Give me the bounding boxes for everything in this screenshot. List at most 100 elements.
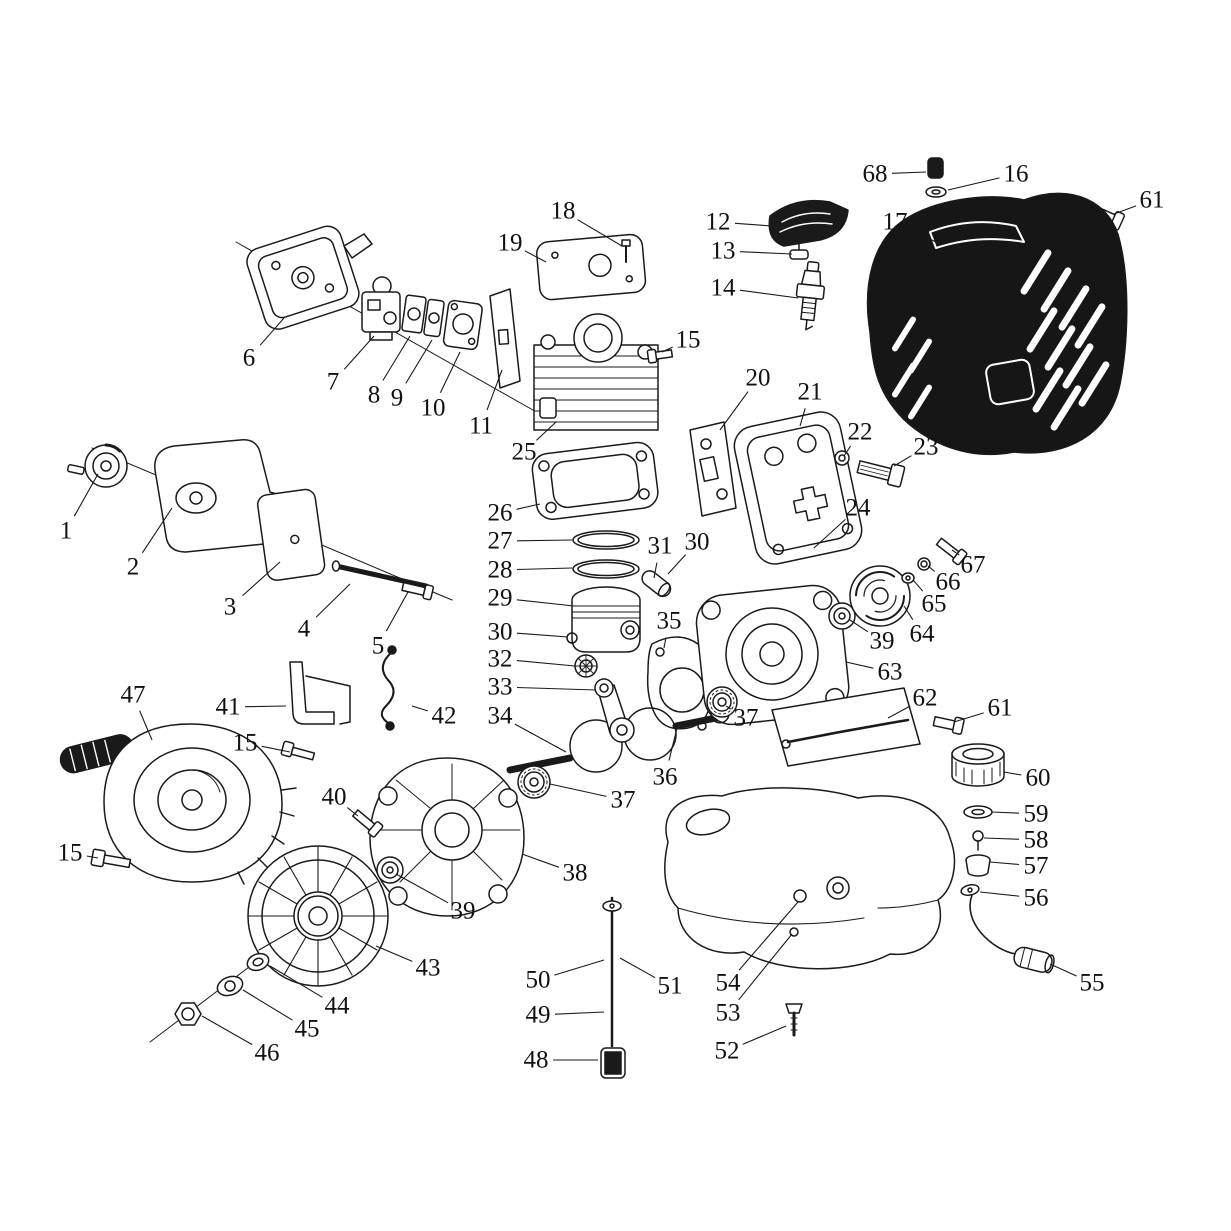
leader-line-37 [725, 705, 732, 710]
leader-line-1 [73, 473, 99, 517]
leader-line-15 [261, 745, 291, 753]
engine-shroud-drawing [866, 192, 1128, 456]
leader-line-68 [891, 171, 927, 174]
tank-screw-drawing [785, 1003, 803, 1037]
leader-line-29 [516, 599, 575, 607]
leader-line-5 [385, 591, 409, 632]
piston-group-drawing [566, 530, 672, 678]
fuel-filter-line-drawing [969, 894, 1055, 974]
leader-line-39 [395, 873, 449, 904]
leader-line-35 [663, 637, 667, 649]
leader-line-7 [343, 335, 375, 370]
starter-cover-drawing [154, 439, 285, 553]
leader-line-60 [1003, 771, 1022, 776]
leader-line-33 [516, 686, 597, 691]
leader-line-22 [843, 445, 852, 457]
leader-line-67 [951, 549, 960, 556]
leader-line-65 [912, 579, 924, 592]
starter-plate-drawing [256, 488, 326, 581]
throttle-rod-drawing [771, 687, 965, 767]
leader-line-6 [259, 317, 285, 346]
leader-line-12 [734, 222, 773, 227]
leader-line-4 [315, 583, 351, 618]
leader-line-8 [382, 335, 411, 381]
cap-washer-drawing [925, 157, 947, 198]
leader-line-25 [536, 421, 557, 441]
leader-line-20 [719, 391, 749, 431]
leader-line-15 [661, 346, 673, 353]
crankcase-cover-drawing [351, 757, 525, 917]
heat-plate-drawing [489, 288, 521, 389]
leader-line-53 [738, 933, 793, 1001]
air-filter-cover-drawing [246, 225, 373, 330]
spark-plug-drawing [795, 261, 826, 331]
muffler-gasket-drawing [689, 421, 737, 517]
leader-line-31 [653, 562, 658, 579]
leader-line-36 [668, 723, 679, 761]
leader-line-19 [524, 250, 547, 263]
leader-line-41 [244, 705, 287, 708]
leader-line-26 [516, 503, 541, 510]
leader-line-16 [947, 177, 1000, 191]
leader-line-14 [739, 289, 799, 299]
crankshaft-drawing [506, 678, 730, 774]
bearing-drawings [517, 602, 856, 799]
leader-line-21 [799, 408, 806, 427]
leader-line-17 [910, 229, 941, 245]
leader-line-55 [1049, 963, 1077, 977]
starter-rod-drawing [331, 560, 435, 601]
carb-gaskets-drawing [401, 294, 445, 338]
crankcase-drawing [695, 584, 850, 726]
primer-rod-drawing [600, 896, 626, 1079]
leader-line-30 [516, 632, 569, 638]
leader-line-13 [739, 251, 793, 255]
clutch-drawing [849, 537, 968, 627]
leader-line-58 [983, 837, 1020, 840]
leader-line-9 [405, 339, 433, 384]
top-gasket-drawing [536, 233, 647, 301]
leader-line-15 [86, 855, 99, 859]
flywheel-drawing [247, 845, 389, 987]
leader-line-2 [141, 507, 173, 554]
flywheel-nut-washers-drawing [174, 952, 270, 1026]
leader-line-52 [742, 1025, 787, 1045]
leader-line-57 [989, 861, 1020, 866]
leader-line-10 [439, 351, 461, 393]
leader-line-34 [514, 723, 567, 753]
leader-line-44 [269, 965, 323, 998]
leader-line-62 [887, 705, 911, 719]
leader-line-66 [927, 565, 936, 572]
leader-line-39 [849, 619, 869, 633]
fuel-tank-drawing [664, 787, 956, 970]
leader-line-51 [619, 957, 656, 979]
cylinder-drawing [533, 313, 674, 431]
leader-line-43 [375, 945, 413, 962]
starter-pulley-drawing [66, 443, 128, 488]
fuel-cap-drawing [951, 743, 1005, 787]
leader-line-64 [903, 605, 914, 620]
leader-line-59 [991, 811, 1020, 814]
recoil-starter-drawing [59, 723, 297, 885]
leader-line-30 [667, 554, 687, 575]
leader-line-56 [979, 891, 1020, 897]
leader-line-63 [845, 661, 874, 669]
leader-line-50 [554, 959, 605, 976]
carburetor-drawing [361, 276, 401, 341]
leader-line-54 [738, 901, 799, 971]
ignition-bracket-drawing [289, 661, 351, 725]
leader-line-49 [554, 1011, 605, 1015]
leader-line-18 [577, 219, 623, 247]
leader-line-61 [953, 712, 984, 723]
muffler-drawing [733, 411, 863, 565]
leader-line-3 [242, 561, 281, 597]
intake-block-drawing [442, 299, 483, 351]
leader-line-47 [139, 710, 153, 741]
leader-line-32 [516, 660, 576, 667]
leader-line-42 [411, 705, 428, 712]
leader-line-11 [486, 369, 503, 411]
leader-line-28 [516, 567, 573, 571]
leader-line-46 [201, 1015, 253, 1046]
